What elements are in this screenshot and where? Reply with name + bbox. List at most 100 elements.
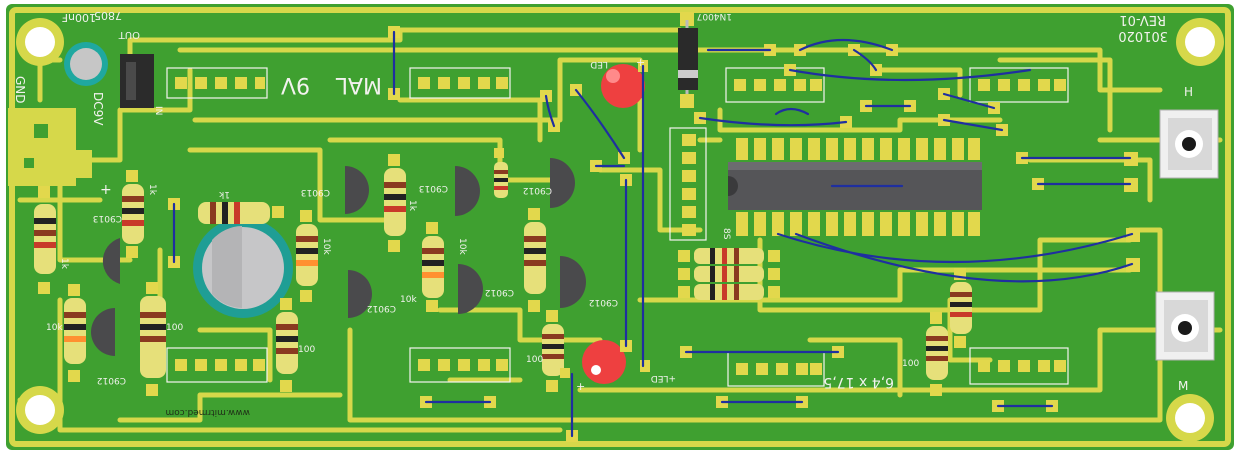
- transistor-d-label: C9012: [97, 375, 126, 385]
- res-1k-d-label: 1k: [407, 200, 417, 212]
- transistor-h-label: C9012: [589, 297, 618, 307]
- diode-pad-bottom: [680, 94, 694, 108]
- transistor-4: [348, 270, 372, 318]
- website-label: www.mitrmed.com: [165, 407, 250, 417]
- header-vertical: [669, 127, 707, 241]
- res-10k-b-label: 10k: [321, 238, 331, 255]
- transistor-e-label: C9012: [367, 303, 396, 313]
- regulator-label: 7805: [94, 9, 122, 22]
- mount-hole-tr-inner: [1185, 27, 1215, 57]
- electrolytic-capacitor-band: [212, 226, 242, 308]
- res-100-b-label: 100: [298, 345, 315, 355]
- diode-label: 1N4007: [697, 11, 732, 21]
- ic-pads-bottom: [736, 212, 980, 236]
- resistor-8: [524, 208, 546, 312]
- date-label: 301020: [1118, 28, 1168, 43]
- res-10k-d-label: 10k: [457, 238, 467, 255]
- trace-layer: [17, 27, 1223, 433]
- header-2: [409, 67, 511, 99]
- border-trace: [9, 7, 1231, 447]
- transistor-g-label: C9012: [523, 185, 552, 195]
- resistor-9: [64, 284, 86, 382]
- resistor-5: [384, 154, 406, 252]
- header-pins: [175, 77, 1066, 375]
- mounting-holes: [16, 18, 1224, 442]
- header-6: [409, 347, 511, 383]
- resistor-7: [494, 148, 508, 198]
- cap-100nf-top: [70, 48, 102, 80]
- diode-pad-top: [680, 12, 694, 26]
- transistor-1: [102, 238, 120, 284]
- resistor-12: [542, 310, 564, 392]
- mid-left-label: 9V: [281, 72, 310, 97]
- transistor-3: [345, 166, 369, 214]
- regulator-out-label: OUT: [118, 29, 140, 40]
- resistor-4: [296, 210, 318, 302]
- res-10k-c-label: 10k: [400, 295, 417, 305]
- diode-band: [678, 70, 698, 78]
- transistor-6: [458, 264, 483, 314]
- header-8: [969, 347, 1069, 385]
- mount-hole-br-inner: [1175, 403, 1205, 433]
- header-3: [725, 67, 825, 103]
- resistor-1: [34, 186, 56, 294]
- resistor-10: [140, 282, 166, 396]
- mode-h-label: H: [1184, 85, 1193, 99]
- ic-label: 8S: [721, 228, 731, 240]
- transistor-5: [455, 166, 480, 216]
- transistor-c-label: C9013: [419, 183, 448, 193]
- dc-jack-pad-inner: [62, 150, 92, 178]
- transistor-8: [560, 256, 586, 308]
- dc-jack-hole-2: [24, 158, 34, 168]
- led-top-plus-label: +: [636, 56, 645, 69]
- diode-body: [678, 28, 698, 90]
- header-1: [166, 67, 268, 99]
- mode-m-label: M: [1178, 379, 1188, 393]
- gnd-label: GND: [13, 76, 27, 104]
- board-size-label: 6,4 x 17,5: [823, 374, 894, 390]
- transistor-f-label: C9012: [485, 287, 514, 297]
- ic-pads-top: [736, 138, 980, 160]
- led-bottom-plus-label: +: [576, 380, 585, 393]
- led-bottom: [582, 340, 626, 384]
- res-1k-a-label: 1k: [59, 258, 69, 270]
- resistor-6: [422, 222, 444, 312]
- transistor-b-label: C9013: [301, 187, 330, 197]
- resistor-2: [122, 170, 144, 258]
- push-button-h[interactable]: [1159, 109, 1219, 179]
- in-label: IN: [153, 106, 163, 115]
- res-100-c-label: 100: [526, 355, 543, 365]
- led-minus-label: LED: [590, 59, 608, 69]
- ic-chip-shade: [728, 162, 982, 170]
- ic-notch: [728, 176, 738, 196]
- dc-jack-hole: [34, 124, 48, 138]
- mount-hole-tl-inner: [25, 27, 55, 57]
- resistor-14: [926, 312, 948, 396]
- resistor-11: [276, 298, 298, 392]
- led-plus-bottom-label: +LED: [651, 373, 676, 383]
- revision-label: REV-01: [1119, 12, 1166, 27]
- transistor-a-label: C9013: [93, 213, 122, 223]
- transistor-2: [91, 308, 115, 356]
- res-100-a-label: 100: [166, 323, 183, 333]
- led-bottom-shine: [591, 365, 601, 375]
- jumper-wires: [172, 30, 1134, 438]
- regulator-tab: [126, 62, 136, 100]
- cap-value-label: 100nF: [62, 11, 96, 24]
- led-top-shine: [606, 69, 620, 83]
- resistor-bank: [678, 248, 780, 300]
- dc-in-label: DC9V: [91, 92, 105, 126]
- res-10k-a-label: 10k: [46, 323, 63, 333]
- resistors: [34, 148, 972, 396]
- transistors: [91, 158, 586, 356]
- resistor-3: [198, 202, 284, 224]
- res-1k-b-label: 1k: [147, 184, 157, 196]
- transistor-7: [550, 158, 575, 208]
- push-button-m[interactable]: [1155, 291, 1215, 361]
- res-1k-c-label: 1k: [218, 189, 230, 199]
- header-5: [166, 347, 268, 383]
- plus-label: +: [100, 182, 112, 198]
- res-100-d-label: 100: [902, 359, 919, 369]
- mount-hole-bl-inner: [25, 395, 55, 425]
